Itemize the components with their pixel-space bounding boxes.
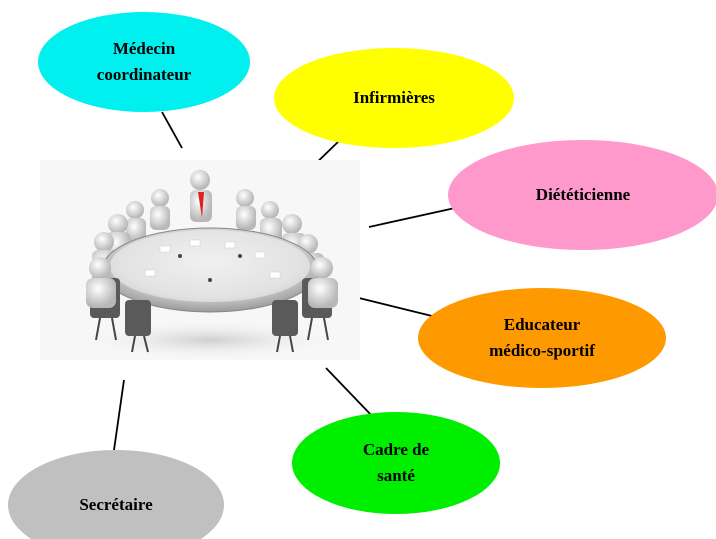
connector-cadre (325, 367, 375, 419)
node-label: Cadre de santé (362, 440, 430, 485)
node-dieteticienne: Diététicienne (448, 140, 716, 250)
connector-secretaire (113, 379, 125, 451)
connector-educateur (358, 297, 433, 317)
node-label: Secrétaire (79, 495, 153, 514)
node-medecin-coordinateur: Médecin coordinateur (38, 12, 250, 112)
node-secretaire: Secrétaire (8, 450, 224, 539)
node-educateur-medico-sportif: Educateur médico-sportif (418, 288, 666, 388)
connector-dieteticienne (368, 207, 456, 228)
node-label: Educateur médico-sportif (489, 315, 595, 360)
connector-medecin (161, 111, 183, 149)
meeting-table-illustration (40, 160, 360, 360)
node-cadre-de-sante: Cadre de santé (292, 412, 500, 514)
node-label: Infirmières (353, 88, 435, 107)
node-infirmieres: Infirmières (274, 48, 514, 148)
node-label: Diététicienne (535, 185, 631, 204)
node-label: Médecin coordinateur (96, 39, 192, 84)
